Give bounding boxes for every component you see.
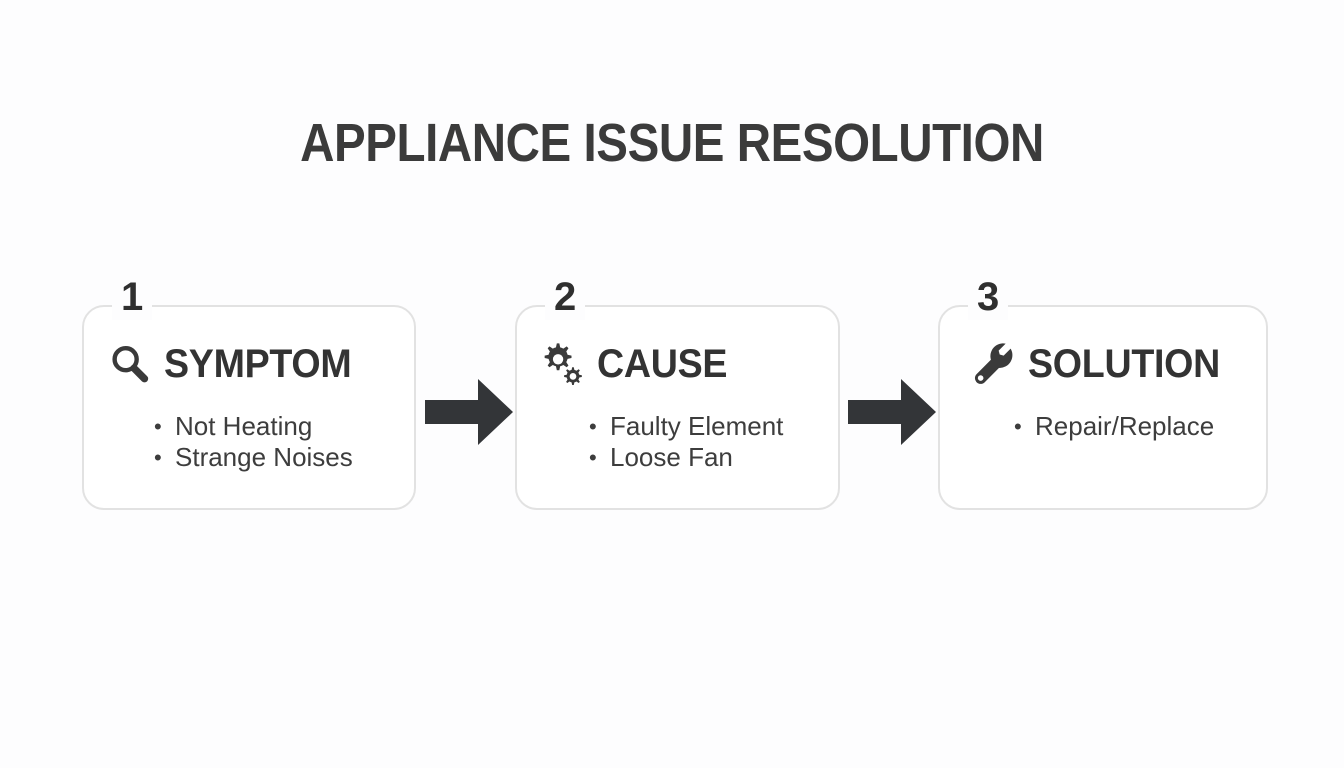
step-card-cause[interactable]: 2 CAUSE Faulty Element Loose bbox=[515, 274, 840, 510]
list-item: Repair/Replace bbox=[1014, 411, 1214, 442]
magnifier-icon bbox=[106, 341, 152, 387]
card-title: CAUSE bbox=[597, 341, 728, 386]
step-number-badge: 3 bbox=[968, 274, 1009, 320]
list-item: Strange Noises bbox=[154, 442, 353, 473]
cause-list: Faulty Element Loose Fan bbox=[589, 411, 783, 473]
list-item: Loose Fan bbox=[589, 442, 783, 473]
step-number-badge: 1 bbox=[112, 274, 153, 320]
arrow-right-icon bbox=[425, 377, 513, 447]
arrow-right-icon bbox=[848, 377, 936, 447]
card-header: CAUSE bbox=[539, 341, 828, 387]
card-title: SYMPTOM bbox=[164, 341, 352, 386]
wrench-icon bbox=[970, 341, 1016, 387]
card-header: SOLUTION bbox=[970, 341, 1256, 387]
solution-list: Repair/Replace bbox=[1014, 411, 1214, 442]
card-title: SOLUTION bbox=[1028, 341, 1221, 386]
card-header: SYMPTOM bbox=[106, 341, 404, 387]
list-item: Faulty Element bbox=[589, 411, 783, 442]
step-number-badge: 2 bbox=[545, 274, 586, 320]
step-card-solution[interactable]: 3 SOLUTION Repair/Replace bbox=[938, 274, 1268, 510]
process-flow: 1 SYMPTOM Not Heating Strange Noises bbox=[0, 274, 1344, 515]
page-title: APPLIANCE ISSUE RESOLUTION bbox=[300, 113, 1044, 173]
step-card-symptom[interactable]: 1 SYMPTOM Not Heating Strange Noises bbox=[82, 274, 416, 510]
list-item: Not Heating bbox=[154, 411, 353, 442]
gears-icon bbox=[539, 341, 585, 387]
symptom-list: Not Heating Strange Noises bbox=[154, 411, 353, 473]
